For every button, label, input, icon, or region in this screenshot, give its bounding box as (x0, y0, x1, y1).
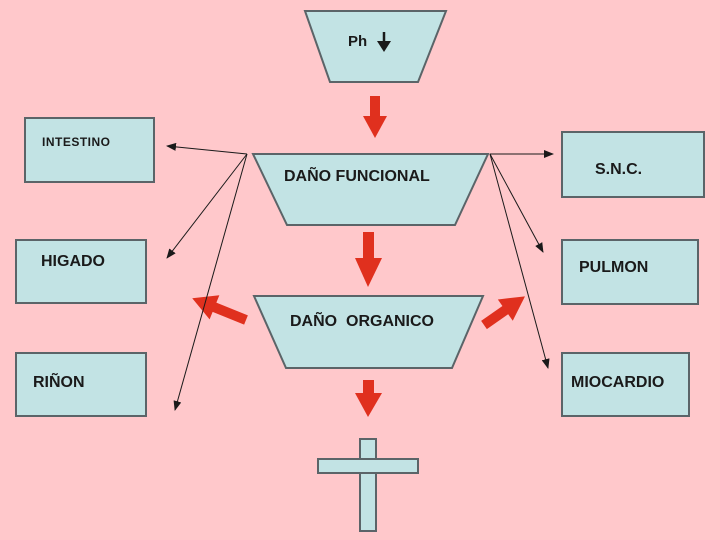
pulmon-label: PULMON (579, 259, 649, 276)
arrow-to-miocardio (489, 153, 550, 369)
red-arrow-down-3 (355, 380, 382, 417)
pulmon-box: PULMON (561, 239, 699, 305)
miocardio-label: MIOCARDIO (571, 374, 665, 391)
dano-funcional-trapezoid (251, 153, 490, 226)
rinon-box: RIÑON (15, 352, 147, 417)
snc-box: S.N.C. (561, 131, 705, 198)
cross-icon (317, 438, 419, 532)
arrow-to-intestino (166, 142, 248, 155)
red-arrow-down-1 (363, 96, 387, 138)
higado-box: HIGADO (15, 239, 147, 304)
arrow-to-higado (166, 153, 248, 259)
arrow-to-rinon (173, 153, 248, 411)
intestino-label: INTESTINO (42, 135, 111, 149)
higado-label: HIGADO (41, 253, 105, 270)
red-arrow-right-up (481, 296, 525, 330)
intestino-box: INTESTINO (24, 117, 155, 183)
red-arrow-down-2 (355, 232, 382, 287)
dano-funcional-label: DAÑO FUNCIONAL (284, 165, 430, 185)
snc-label: S.N.C. (595, 161, 643, 178)
rinon-label: RIÑON (33, 374, 85, 391)
ph-trapezoid (303, 10, 448, 83)
thin-arrows-right (489, 150, 554, 369)
thin-arrows-left (166, 142, 248, 411)
red-arrow-left-up (192, 295, 248, 325)
ph-label: Ph (348, 33, 367, 50)
dano-organico-label: DAÑO ORGANICO (290, 310, 434, 330)
arrow-to-pulmon (489, 153, 544, 253)
miocardio-box: MIOCARDIO (561, 352, 690, 417)
down-arrow-icon (377, 32, 391, 52)
dano-organico-trapezoid (252, 295, 485, 369)
